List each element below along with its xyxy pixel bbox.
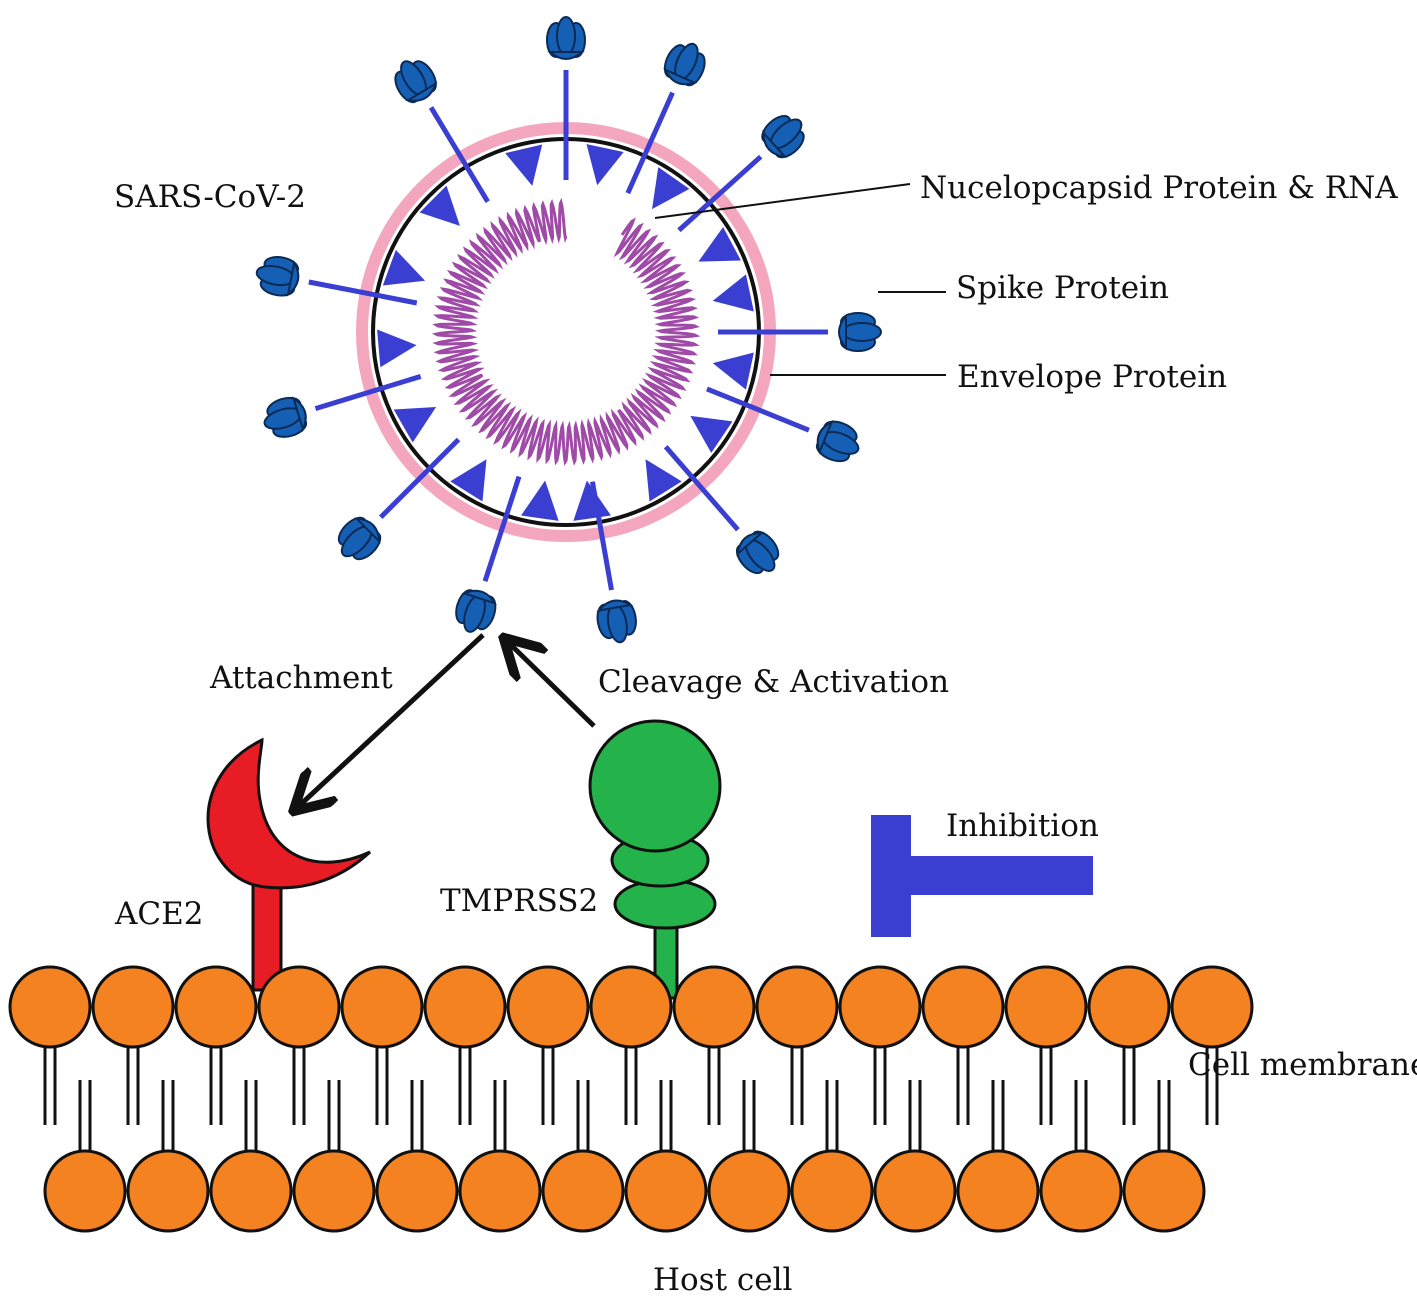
tmprss2-head [588, 719, 722, 853]
lipid-head [541, 1149, 625, 1233]
lipid-head [91, 965, 175, 1049]
lipid-bilayer [8, 965, 1254, 1233]
spike-head [394, 60, 438, 104]
spike-proteins [255, 16, 882, 644]
inhibition-stem [911, 856, 1093, 895]
lipid-head [1004, 965, 1088, 1049]
lipid-head [956, 1149, 1040, 1233]
lipid-head [790, 1149, 874, 1233]
lipid-head [340, 965, 424, 1049]
spike-protein [255, 256, 418, 306]
spike-protein [625, 42, 706, 195]
spike-protein [663, 445, 780, 575]
spike-head [663, 42, 706, 87]
envelope-protein-wedge [382, 249, 426, 286]
tmprss2-protease [588, 719, 722, 1000]
envelope-protein-wedge [690, 415, 733, 453]
lipid-heads-outer [8, 965, 1254, 1049]
lipid-head [1087, 965, 1171, 1049]
lipid-head [672, 965, 756, 1049]
nucleocapsid-label: Nucelopcapsid Protein & RNA [920, 170, 1398, 206]
cleavage-activation-label: Cleavage & Activation [598, 664, 949, 700]
lipid-head [589, 965, 673, 1049]
spike-head [761, 114, 805, 159]
nucleocapsid-callout-line [654, 183, 911, 219]
envelope-protein-wedge [652, 167, 690, 210]
spike-protein [546, 16, 586, 180]
envelope-protein-wedge [712, 352, 754, 390]
spike-protein [337, 437, 461, 561]
spike-head [546, 16, 586, 60]
lipid-head [8, 965, 92, 1049]
envelope-protein-wedge [586, 144, 624, 186]
lipid-head [43, 1149, 127, 1233]
virus-particle [255, 16, 882, 644]
envelope-protein-wedge [712, 274, 754, 312]
spike-protein [705, 386, 860, 463]
envelope-protein-wedge [377, 329, 417, 368]
lipid-heads-inner [43, 1149, 1206, 1233]
inhibition-label: Inhibition [946, 808, 1099, 844]
spike-protein [677, 114, 805, 233]
lipid-head [375, 1149, 459, 1233]
spike-head [263, 396, 308, 438]
lipid-head [126, 1149, 210, 1233]
spike-protein [455, 475, 522, 633]
lipid-head [257, 965, 341, 1049]
lipid-head [174, 965, 258, 1049]
ace2-crescent [206, 737, 372, 890]
inhibition-bar [871, 815, 911, 937]
envelope-protein-wedge [505, 144, 543, 186]
spike-protein [394, 60, 490, 203]
spike-head [838, 312, 882, 352]
lipid-head [1122, 1149, 1206, 1233]
spike-head [337, 516, 382, 561]
lipid-head [458, 1149, 542, 1233]
envelope-protein-label: Envelope Protein [957, 359, 1227, 395]
lipid-head [755, 965, 839, 1049]
lipid-head [921, 965, 1005, 1049]
lipid-head [292, 1149, 376, 1233]
ace2-label: ACE2 [114, 896, 203, 932]
lipid-head [624, 1149, 708, 1233]
lipid-head [838, 965, 922, 1049]
lipid-head [423, 965, 507, 1049]
cleavage-activation-arrow [510, 644, 596, 728]
envelope-protein-wedge [419, 185, 460, 226]
lipid-head [209, 1149, 293, 1233]
lipid-head [873, 1149, 957, 1233]
lipid-head [506, 965, 590, 1049]
host-cell-label: Host cell [653, 1262, 792, 1298]
spike-protein [263, 374, 422, 438]
lipid-head [707, 1149, 791, 1233]
spike-head [596, 599, 637, 644]
lipid-tails [43, 1040, 1219, 1160]
nucleocapsid-rna-coil [431, 197, 701, 466]
envelope-protein-wedge [698, 226, 741, 262]
tmprss2-label: TMPRSS2 [440, 883, 598, 919]
spike-protein [718, 312, 882, 352]
ace2-receptor [206, 737, 372, 992]
envelope-protein-wedge [521, 480, 559, 521]
spike-head [735, 530, 780, 575]
envelope-proteins [377, 144, 754, 521]
spike-head [255, 256, 300, 297]
attachment-arrow [300, 633, 485, 805]
spike-protein-label: Spike Protein [956, 270, 1169, 306]
spike-head [815, 419, 860, 463]
envelope-protein-wedge [573, 480, 611, 521]
cell-membrane-label: Cell membrane [1188, 1047, 1417, 1083]
envelope-protein-wedge [450, 459, 487, 502]
inhibition-symbol [871, 815, 1093, 937]
attachment-label: Attachment [209, 660, 393, 696]
envelope-protein-wedge [393, 407, 437, 443]
spike-head [455, 589, 497, 633]
lipid-head [1170, 965, 1254, 1049]
lipid-head [1039, 1149, 1123, 1233]
virus-label: SARS-CoV-2 [114, 179, 306, 215]
envelope-protein-wedge [645, 459, 682, 502]
